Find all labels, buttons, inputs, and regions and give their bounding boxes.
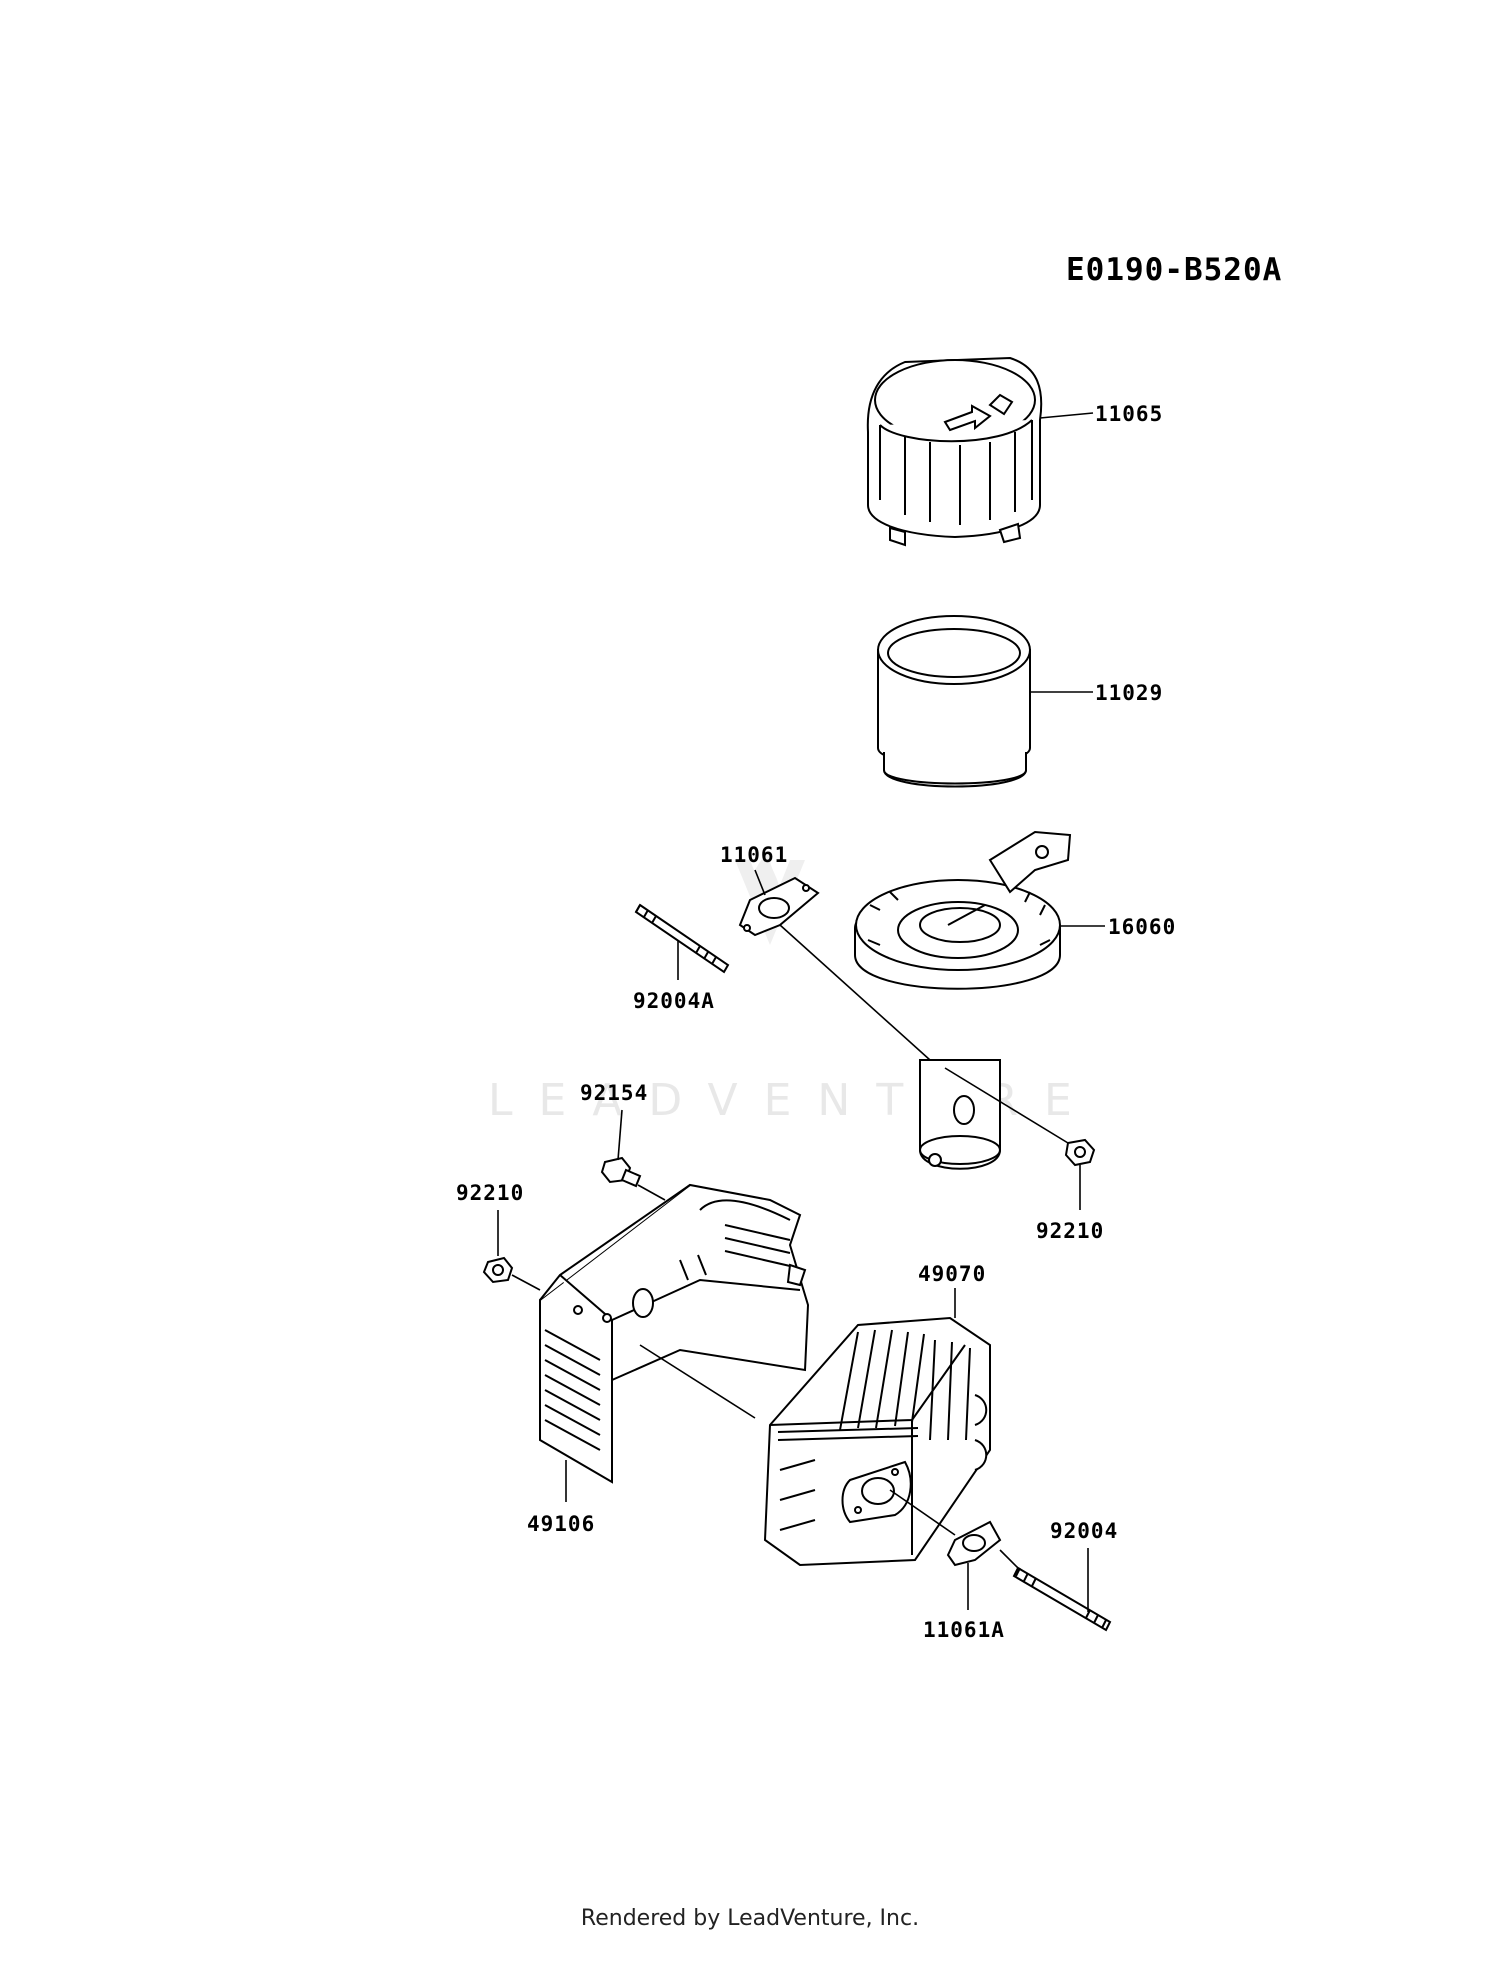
leader-muffler-to-gasket — [889, 1489, 956, 1536]
label-11061[interactable]: 11061 — [720, 843, 788, 867]
label-49070[interactable]: 49070 — [918, 1262, 986, 1286]
label-92210-left[interactable]: 92210 — [456, 1181, 524, 1205]
label-92004[interactable]: 92004 — [1050, 1519, 1118, 1543]
leader-cover-to-muffler — [639, 1344, 756, 1419]
muffler-cover-49106[interactable] — [539, 1183, 810, 1484]
leader-92154 — [617, 1109, 623, 1161]
label-92154[interactable]: 92154 — [580, 1081, 648, 1105]
label-11065[interactable]: 11065 — [1095, 402, 1163, 426]
leader-bolt-to-cover — [637, 1184, 666, 1201]
label-11029[interactable]: 11029 — [1095, 681, 1163, 705]
diagram-code: E0190-B520A — [1066, 252, 1282, 288]
leader-gasket-to-base — [779, 924, 931, 1061]
label-11061A[interactable]: 11061A — [923, 1618, 1005, 1642]
leader-gasket-to-stud — [999, 1549, 1019, 1569]
muffler-49070[interactable] — [763, 1316, 991, 1567]
leader-11061 — [754, 869, 766, 896]
label-92004A[interactable]: 92004A — [633, 989, 715, 1013]
gasket-11061A[interactable] — [946, 1520, 1002, 1567]
leader-base-to-nut — [944, 1067, 1069, 1144]
label-92210-right[interactable]: 92210 — [1036, 1219, 1104, 1243]
air-filter-element-11029[interactable] — [877, 615, 1031, 788]
bolt-92154[interactable] — [600, 1156, 642, 1188]
leader-11065 — [1039, 412, 1094, 419]
nut-92210-right[interactable] — [1064, 1138, 1096, 1167]
stud-92004[interactable] — [1012, 1566, 1112, 1632]
label-16060[interactable]: 16060 — [1108, 915, 1176, 939]
footer-credit: Rendered by LeadVenture, Inc. — [580, 1906, 920, 1931]
air-cleaner-base-16060[interactable] — [854, 830, 1072, 1170]
label-49106[interactable]: 49106 — [527, 1512, 595, 1536]
stud-92004A[interactable] — [634, 903, 730, 974]
leader-nut-to-cover — [511, 1274, 541, 1291]
air-cleaner-cover-11065[interactable] — [866, 356, 1043, 547]
nut-92210-left[interactable] — [482, 1256, 514, 1284]
